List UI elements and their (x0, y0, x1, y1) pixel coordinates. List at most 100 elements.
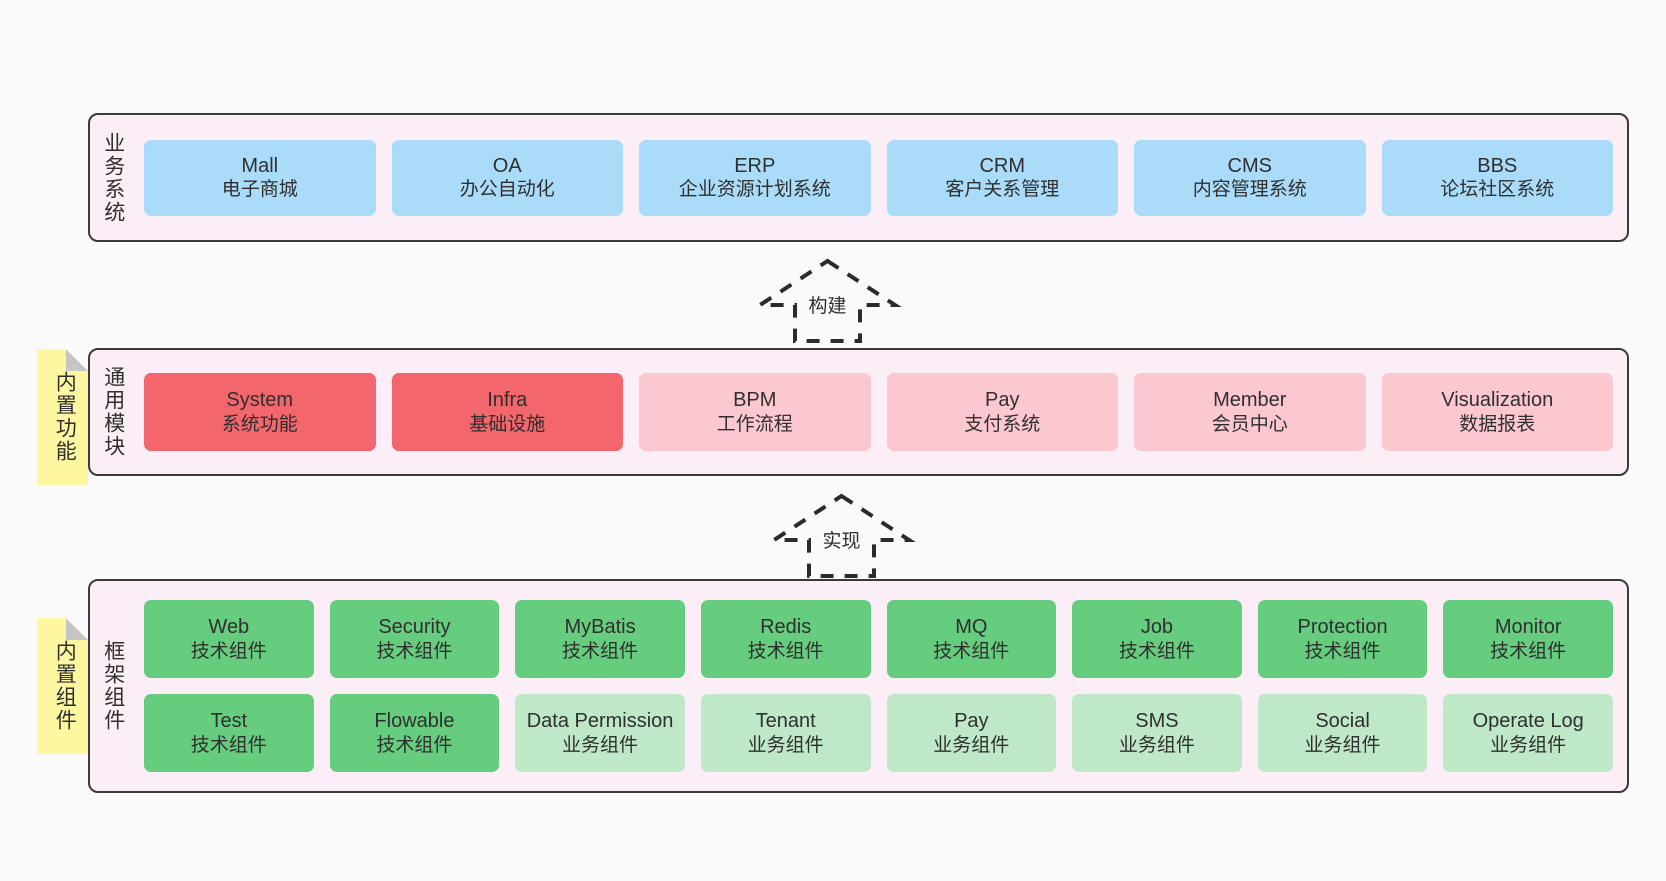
layer-business-system: 业务系统 Mall 电子商城 OA 办公自动化 ERP 企业资源计划系统 CRM… (88, 113, 1629, 242)
node-subtitle: 论坛社区系统 (1440, 179, 1555, 201)
node-subtitle: 数据报表 (1459, 413, 1536, 435)
node-mq[interactable]: MQ 技术组件 (886, 600, 1057, 678)
node-title: System (226, 389, 294, 412)
node-subtitle: 企业资源计划系统 (678, 179, 831, 201)
node-subtitle: 技术组件 (376, 734, 453, 756)
node-subtitle: 内容管理系统 (1192, 179, 1307, 201)
node-oa[interactable]: OA 办公自动化 (391, 139, 623, 216)
node-row: Mall 电子商城 OA 办公自动化 ERP 企业资源计划系统 CRM 客户关系… (144, 139, 1613, 216)
node-redis[interactable]: Redis 技术组件 (700, 600, 871, 678)
node-subtitle: 客户关系管理 (945, 179, 1060, 201)
layer-label-framework-component: 框架组件 (101, 640, 125, 732)
node-title: Pay (954, 710, 989, 733)
arrow-label-implement: 实现 (822, 531, 861, 552)
arrow-label-build: 构建 (808, 296, 847, 317)
node-flowable[interactable]: Flowable 技术组件 (329, 694, 500, 772)
node-subtitle: 技术组件 (1490, 640, 1567, 662)
layer-body-framework-component: Web 技术组件 Security 技术组件 MyBatis 技术组件 Redi… (136, 581, 1627, 791)
node-social[interactable]: Social 业务组件 (1257, 694, 1428, 772)
arrow-build: 构建 (753, 257, 902, 343)
node-infra[interactable]: Infra 基础设施 (391, 373, 623, 451)
node-title: Mall (241, 154, 279, 177)
node-subtitle: 技术组件 (1118, 640, 1195, 662)
node-title: Member (1213, 389, 1287, 412)
node-subtitle: 技术组件 (747, 640, 824, 662)
node-subtitle: 技术组件 (376, 640, 453, 662)
node-title: Operate Log (1472, 710, 1584, 733)
node-monitor[interactable]: Monitor 技术组件 (1443, 600, 1613, 678)
node-title: MyBatis (564, 616, 636, 639)
node-system[interactable]: System 系统功能 (144, 373, 376, 451)
layer-label-business-system: 业务系统 (101, 131, 125, 224)
node-title: Data Permission (526, 710, 674, 733)
node-title: Visualization (1441, 389, 1554, 412)
node-title: MQ (955, 616, 988, 639)
node-subtitle: 会员中心 (1211, 413, 1288, 435)
node-title: ERP (734, 154, 776, 177)
node-title: Web (208, 616, 250, 639)
node-title: Monitor (1494, 616, 1562, 639)
layer-body-common-module: System 系统功能 Infra 基础设施 BPM 工作流程 Pay 支付系统… (136, 350, 1627, 474)
node-title: CMS (1227, 154, 1272, 177)
node-sms[interactable]: SMS 业务组件 (1072, 694, 1242, 772)
node-bbs[interactable]: BBS 论坛社区系统 (1381, 139, 1613, 216)
layer-body-business-system: Mall 电子商城 OA 办公自动化 ERP 企业资源计划系统 CRM 客户关系… (136, 115, 1627, 240)
node-row: Web 技术组件 Security 技术组件 MyBatis 技术组件 Redi… (144, 600, 1613, 678)
node-title: OA (492, 154, 522, 177)
arrow-implement: 实现 (767, 492, 916, 578)
folded-corner-icon (66, 618, 88, 640)
node-subtitle: 电子商城 (221, 179, 298, 201)
node-mall[interactable]: Mall 电子商城 (144, 139, 376, 216)
node-subtitle: 技术组件 (190, 734, 267, 756)
node-test[interactable]: Test 技术组件 (144, 694, 314, 772)
node-title: Social (1315, 710, 1370, 733)
layer-label-common-module: 通用模块 (101, 366, 125, 458)
node-title: Protection (1297, 616, 1388, 639)
sticky-note-label: 内置组件 (53, 640, 77, 732)
node-web[interactable]: Web 技术组件 (144, 600, 314, 678)
node-operate-log[interactable]: Operate Log 业务组件 (1443, 694, 1613, 772)
node-job[interactable]: Job 技术组件 (1072, 600, 1242, 678)
node-data-permission[interactable]: Data Permission 业务组件 (515, 694, 685, 772)
node-title: Tenant (755, 710, 816, 733)
folded-corner-icon (66, 349, 88, 371)
node-mybatis[interactable]: MyBatis 技术组件 (515, 600, 685, 678)
node-visualization[interactable]: Visualization 数据报表 (1381, 373, 1613, 451)
layer-framework-component: 框架组件 Web 技术组件 Security 技术组件 MyBatis 技术组件… (88, 579, 1629, 793)
node-crm[interactable]: CRM 客户关系管理 (886, 139, 1118, 216)
node-title: SMS (1135, 710, 1179, 733)
node-member[interactable]: Member 会员中心 (1134, 373, 1366, 451)
sticky-note-builtin-component: 内置组件 (37, 618, 88, 754)
node-subtitle: 业务组件 (1304, 734, 1381, 756)
node-tenant[interactable]: Tenant 业务组件 (700, 694, 871, 772)
node-subtitle: 业务组件 (1118, 734, 1195, 756)
node-subtitle: 基础设施 (469, 413, 546, 435)
node-bpm[interactable]: BPM 工作流程 (639, 373, 871, 451)
node-row: Test 技术组件 Flowable 技术组件 Data Permission … (144, 694, 1613, 772)
node-row: System 系统功能 Infra 基础设施 BPM 工作流程 Pay 支付系统… (144, 373, 1613, 451)
node-title: Redis (760, 616, 812, 639)
layer-common-module: 通用模块 System 系统功能 Infra 基础设施 BPM 工作流程 Pay… (88, 348, 1629, 476)
node-security[interactable]: Security 技术组件 (329, 600, 500, 678)
node-title: BBS (1477, 154, 1518, 177)
node-subtitle: 业务组件 (562, 734, 639, 756)
node-pay[interactable]: Pay 支付系统 (886, 373, 1118, 451)
node-title: CRM (979, 154, 1026, 177)
node-subtitle: 技术组件 (190, 640, 267, 662)
node-title: Test (210, 710, 248, 733)
node-cms[interactable]: CMS 内容管理系统 (1134, 139, 1366, 216)
node-title: BPM (733, 389, 777, 412)
node-subtitle: 工作流程 (716, 413, 793, 435)
node-pay-component[interactable]: Pay 业务组件 (886, 694, 1057, 772)
node-subtitle: 技术组件 (933, 640, 1010, 662)
node-subtitle: 业务组件 (1490, 734, 1567, 756)
node-subtitle: 系统功能 (221, 413, 298, 435)
node-subtitle: 技术组件 (562, 640, 639, 662)
node-protection[interactable]: Protection 技术组件 (1257, 600, 1428, 678)
node-erp[interactable]: ERP 企业资源计划系统 (639, 139, 871, 216)
node-title: Pay (985, 389, 1020, 412)
sticky-note-builtin-function: 内置功能 (37, 349, 88, 485)
sticky-note-label: 内置功能 (53, 371, 77, 463)
node-title: Security (378, 616, 451, 639)
